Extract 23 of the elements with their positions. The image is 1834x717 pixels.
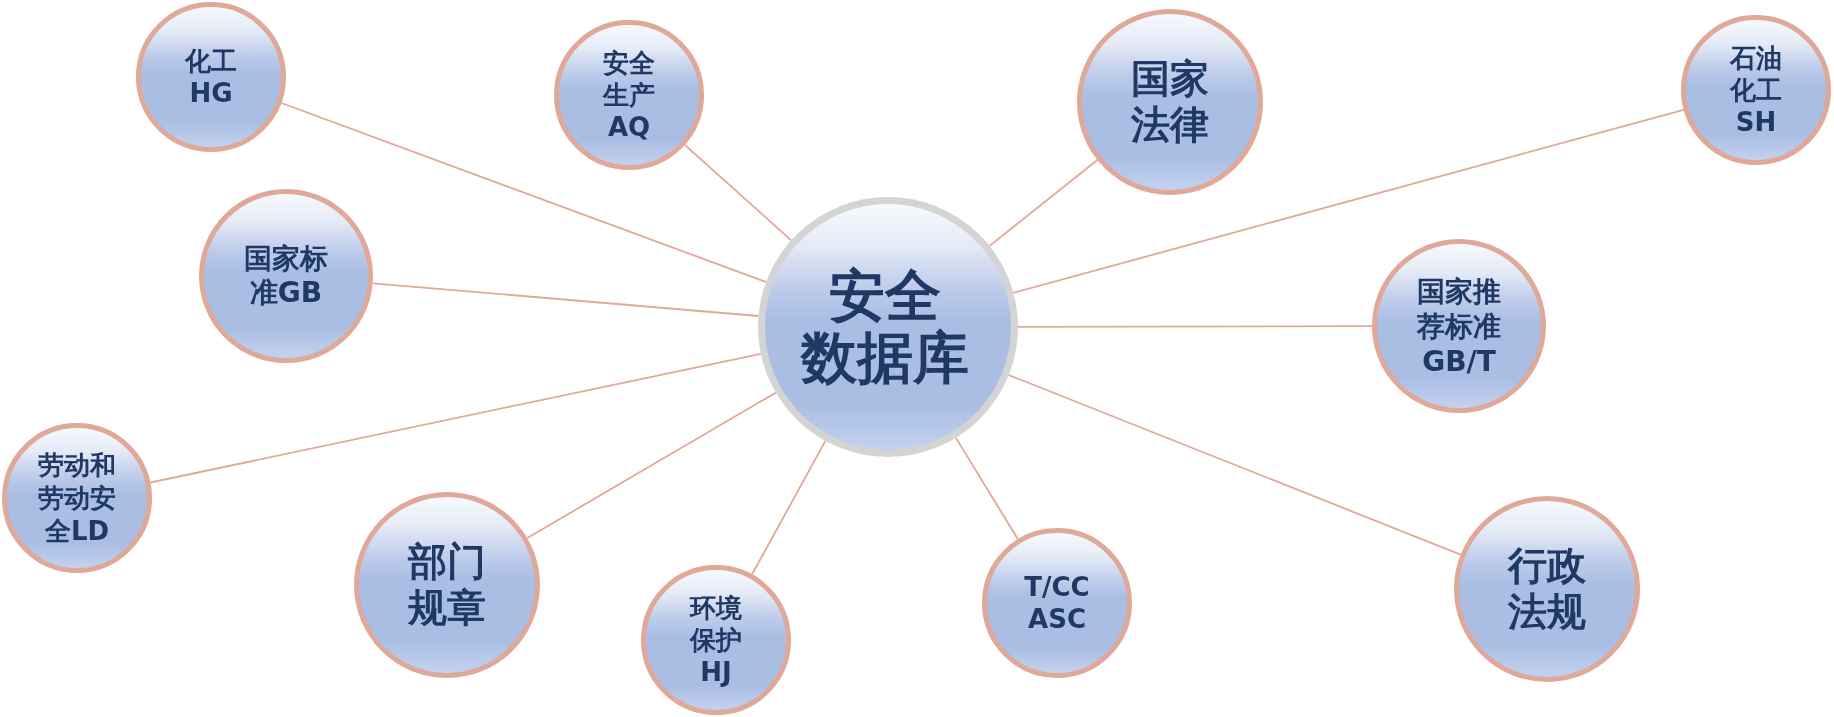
hub-label: 安全数据库: [801, 265, 971, 389]
connector-line: [1012, 108, 1685, 294]
connector-line: [1017, 325, 1373, 328]
topic-label: 国家法律: [1130, 56, 1210, 148]
topic-label: 环境保护HJ: [688, 592, 743, 688]
topic-label: 石油化工SH: [1728, 42, 1783, 138]
topic-label: 国家推荐标准GB/T: [1415, 273, 1502, 379]
topic-label: 化工HG: [183, 45, 238, 109]
topic-label: 国家标准GB: [243, 242, 329, 310]
connector-line: [149, 352, 762, 484]
connector-line: [684, 144, 793, 242]
topic-label: T/CC ASC: [1023, 571, 1091, 635]
connector-line: [371, 282, 760, 317]
connector-line: [751, 440, 827, 576]
connector-line: [955, 437, 1019, 540]
topic-label: 安全生产AQ: [601, 47, 656, 143]
connector-line: [1007, 374, 1462, 556]
connector-line: [988, 159, 1099, 247]
topic-label: 行政法规: [1506, 543, 1587, 635]
topic-label: 部门规章: [406, 539, 487, 631]
topic-label: 劳动和劳动安全LD: [37, 448, 117, 548]
connector-line: [526, 391, 777, 539]
connector-line: [280, 102, 767, 283]
